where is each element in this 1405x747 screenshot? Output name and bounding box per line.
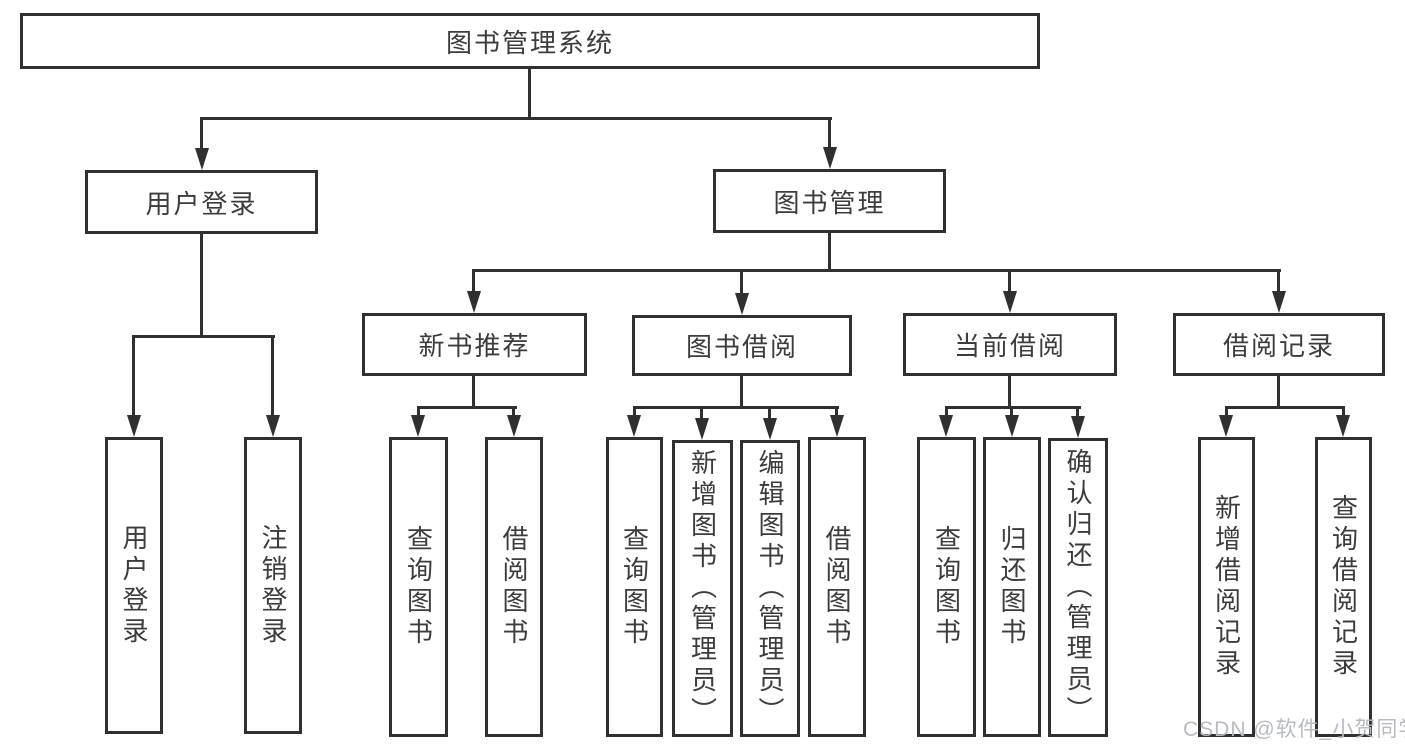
node-book-borrowing: 图书借阅 (632, 315, 852, 376)
arrowhead-down-icon (735, 293, 749, 315)
connector-line (200, 233, 203, 338)
connector-line (1277, 269, 1280, 293)
arrowhead-down-icon (1005, 415, 1019, 437)
arrowhead-down-icon (1071, 416, 1085, 438)
connector-line (472, 376, 475, 409)
connector-line (132, 335, 275, 338)
connector-line (835, 406, 838, 418)
connector-line (1277, 376, 1280, 409)
leaf-query-books-2: 查询图书 (606, 437, 663, 737)
connector-line (1010, 406, 1013, 418)
arrowhead-down-icon (823, 147, 837, 169)
arrowhead-down-icon (1003, 291, 1017, 313)
connector-line (633, 406, 636, 418)
leaf-confirm-return-admin: 确认归还（管理员） (1048, 438, 1108, 737)
connector-line (1342, 406, 1345, 418)
connector-line (472, 269, 475, 293)
connector-line (740, 376, 743, 409)
arrowhead-down-icon (507, 415, 521, 437)
arrowhead-down-icon (695, 418, 709, 440)
leaf-edit-books-admin: 编辑图书（管理员） (740, 440, 800, 737)
leaf-logout-login: 注销登录 (244, 437, 302, 734)
connector-line (945, 406, 948, 418)
arrowhead-down-icon (763, 418, 777, 440)
leaf-borrow-books-1: 借阅图书 (485, 437, 543, 737)
leaf-user-login: 用户登录 (105, 437, 163, 734)
arrowhead-down-icon (127, 415, 141, 437)
connector-line (528, 68, 531, 120)
connector-line (828, 117, 831, 149)
connector-line (472, 269, 1281, 272)
leaf-return-books: 归还图书 (983, 437, 1041, 737)
csdn-watermark: CSDN @软件_小贺同学 (1183, 718, 1405, 741)
connector-line (200, 117, 832, 120)
node-user-login: 用户登录 (85, 170, 318, 234)
connector-line (700, 406, 703, 420)
connector-line (417, 406, 517, 409)
arrowhead-down-icon (411, 415, 425, 437)
connector-line (945, 406, 1081, 409)
leaf-add-borrowing-record: 新增借阅记录 (1198, 437, 1255, 737)
arrowhead-down-icon (1336, 415, 1350, 437)
arrowhead-down-icon (939, 415, 953, 437)
arrowhead-down-icon (266, 415, 280, 437)
arrowhead-down-icon (1219, 415, 1233, 437)
arrowhead-down-icon (195, 148, 209, 170)
connector-line (828, 233, 831, 272)
connector-line (132, 335, 135, 417)
node-new-book-recommendation: 新书推荐 (362, 313, 587, 376)
connector-line (740, 269, 743, 295)
node-book-management: 图书管理 (713, 169, 946, 233)
leaf-add-books-admin: 新增图书（管理员） (672, 440, 733, 737)
arrowhead-down-icon (830, 415, 844, 437)
connector-line (512, 406, 515, 418)
connector-line (768, 406, 771, 420)
connector-line (1076, 406, 1079, 418)
connector-line (417, 406, 420, 418)
arrowhead-down-icon (1272, 291, 1286, 313)
connector-line (1008, 269, 1011, 293)
leaf-query-books-3: 查询图书 (917, 437, 976, 737)
connector-line (1225, 406, 1345, 409)
connector-line (1008, 376, 1011, 409)
arrowhead-down-icon (627, 415, 641, 437)
leaf-query-borrowing-record: 查询借阅记录 (1315, 437, 1372, 737)
node-borrowing-records: 借阅记录 (1173, 313, 1385, 376)
connector-line (271, 335, 274, 417)
connector-line (633, 406, 839, 409)
leaf-query-books-1: 查询图书 (389, 437, 448, 737)
leaf-borrow-books-2: 借阅图书 (808, 437, 866, 737)
node-current-borrowing: 当前借阅 (903, 313, 1117, 376)
connector-line (1225, 406, 1228, 418)
arrowhead-down-icon (467, 291, 481, 313)
node-library-management-system: 图书管理系统 (20, 13, 1040, 69)
connector-line (200, 117, 203, 150)
